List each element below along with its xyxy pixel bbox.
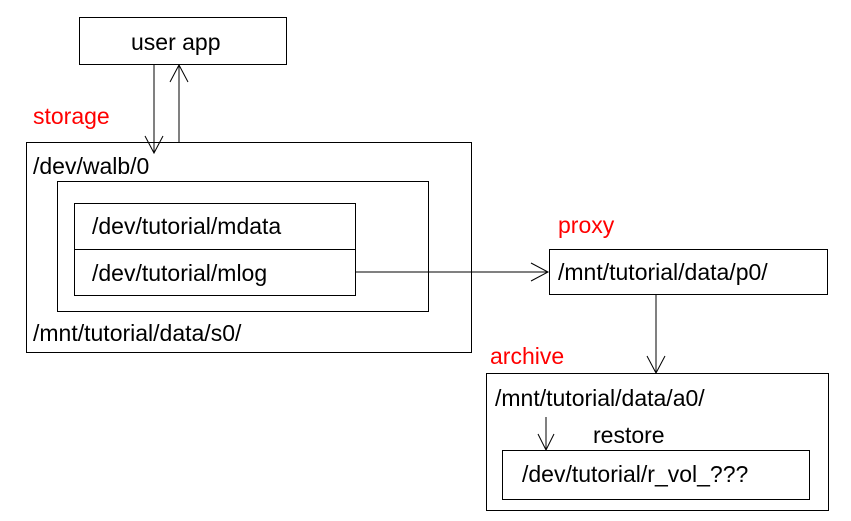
restore-label: restore: [593, 422, 665, 448]
storage-mount-label: /mnt/tutorial/data/s0/: [33, 320, 242, 346]
archive-role-label: archive: [490, 343, 565, 369]
storage-device-label: /dev/walb/0: [33, 153, 150, 179]
archive-box: [486, 373, 829, 511]
restore-volume-label: /dev/tutorial/r_vol_???: [522, 461, 749, 487]
mdata-label: /dev/tutorial/mdata: [92, 213, 282, 239]
mlog-label: /dev/tutorial/mlog: [92, 260, 268, 286]
storage-inner-box: [57, 181, 429, 312]
arrow-proxy-to-archive: [646, 295, 666, 375]
proxy-dir-label: /mnt/tutorial/data/p0/: [558, 259, 768, 285]
storage-role-label: storage: [33, 103, 110, 129]
proxy-box: [549, 249, 828, 295]
arrow-storage-to-userapp: [169, 63, 189, 143]
mlog-box: [74, 249, 356, 296]
storage-outer-box: [26, 142, 472, 353]
user-app-box: [79, 17, 287, 65]
proxy-role-label: proxy: [558, 212, 615, 238]
restore-volume-box: [502, 450, 810, 500]
arrow-mlog-to-proxy: [356, 262, 550, 282]
arrow-restore: [537, 417, 555, 452]
user-app-label: user app: [131, 29, 221, 55]
arrow-userapp-to-storage: [144, 65, 164, 155]
archive-dir-label: /mnt/tutorial/data/a0/: [495, 385, 705, 411]
